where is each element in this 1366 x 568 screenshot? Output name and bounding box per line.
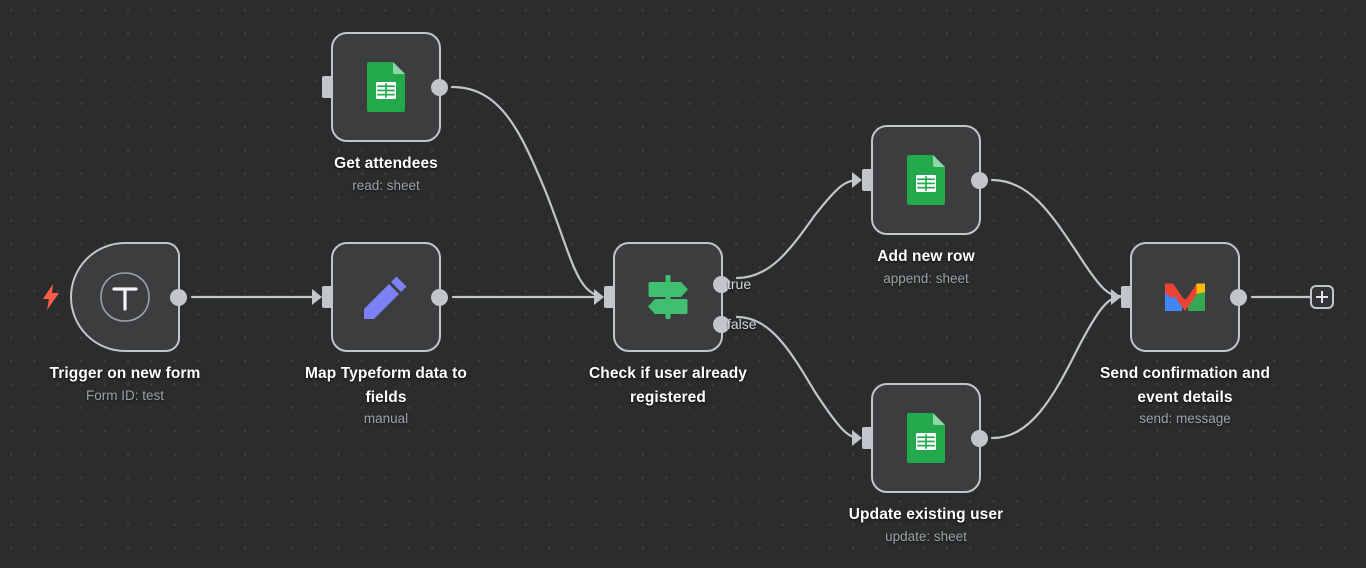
node-label-group: Check if user already registered bbox=[543, 362, 793, 409]
edge-false-to-update bbox=[735, 315, 862, 440]
node-label-group: Send confirmation and event details send… bbox=[1060, 362, 1310, 429]
output-port[interactable] bbox=[431, 78, 448, 96]
pencil-icon bbox=[364, 276, 407, 319]
node-title: Get attendees bbox=[334, 155, 438, 172]
input-port[interactable] bbox=[594, 286, 615, 308]
edge-addrow-to-gmail bbox=[990, 178, 1122, 298]
node-title: Map Typeform data to fields bbox=[305, 365, 467, 406]
signpost-icon bbox=[648, 275, 688, 319]
node-subtitle: manual bbox=[363, 411, 409, 427]
output-port[interactable] bbox=[971, 171, 988, 189]
node-trigger-on-new-form[interactable]: Trigger on new form Form ID: test bbox=[43, 242, 200, 403]
node-title: Add new row bbox=[877, 248, 975, 265]
edge-update-to-gmail bbox=[990, 295, 1122, 440]
node-title: Trigger on new form bbox=[49, 365, 201, 382]
node-update-existing-user[interactable]: Update existing user update: sheet bbox=[849, 383, 1003, 544]
edge-true-to-addrow bbox=[735, 178, 862, 280]
output-port-true[interactable]: true bbox=[713, 275, 751, 293]
node-check-if-user-already-registered[interactable]: true false Check if user already registe… bbox=[589, 242, 757, 406]
node-label-group: Update existing user update: sheet bbox=[801, 503, 1051, 547]
output-port-false[interactable]: false bbox=[713, 315, 757, 333]
output-port[interactable] bbox=[971, 429, 988, 447]
input-port[interactable] bbox=[852, 169, 873, 191]
node-subtitle: Form ID: test bbox=[85, 387, 164, 403]
node-label-group: Add new row append: sheet bbox=[801, 245, 1051, 289]
output-port[interactable] bbox=[170, 288, 187, 306]
output-port[interactable] bbox=[431, 288, 448, 306]
node-title: Send confirmation and event details bbox=[1099, 365, 1271, 406]
node-label-group: Trigger on new form Form ID: test bbox=[0, 362, 250, 406]
input-port[interactable] bbox=[852, 427, 873, 449]
node-label-group: Get attendees read: sheet bbox=[261, 152, 511, 196]
node-title: Check if user already registered bbox=[588, 365, 748, 406]
output-port[interactable] bbox=[1230, 288, 1247, 306]
node-subtitle: update: sheet bbox=[885, 528, 967, 544]
node-subtitle: read: sheet bbox=[352, 177, 420, 193]
node-subtitle: append: sheet bbox=[883, 270, 969, 286]
output-label-true: true bbox=[727, 276, 752, 292]
google-sheets-icon bbox=[907, 155, 945, 205]
node-label-group: Map Typeform data to fields manual bbox=[261, 362, 511, 429]
node-subtitle: send: message bbox=[1139, 411, 1231, 427]
node-add-new-row[interactable]: Add new row append: sheet bbox=[852, 125, 988, 286]
input-port[interactable] bbox=[1111, 286, 1132, 308]
node-get-attendees[interactable]: Get attendees read: sheet bbox=[322, 32, 448, 193]
node-title: Update existing user bbox=[848, 506, 1004, 523]
lightning-bolt-icon bbox=[43, 284, 59, 310]
input-port[interactable] bbox=[312, 286, 333, 308]
node-map-typeform-data-to-fields[interactable]: Map Typeform data to fields manual bbox=[305, 242, 467, 426]
google-sheets-icon bbox=[907, 413, 945, 463]
output-label-false: false bbox=[727, 316, 757, 332]
input-port[interactable] bbox=[322, 76, 333, 98]
gmail-icon bbox=[1165, 283, 1205, 311]
node-send-confirmation-and-event-details[interactable]: Send confirmation and event details send… bbox=[1100, 242, 1270, 426]
google-sheets-icon bbox=[367, 62, 405, 112]
edge-attendees-to-check bbox=[450, 85, 602, 298]
typeform-t-icon bbox=[100, 272, 150, 322]
add-node-button[interactable] bbox=[1310, 285, 1334, 309]
